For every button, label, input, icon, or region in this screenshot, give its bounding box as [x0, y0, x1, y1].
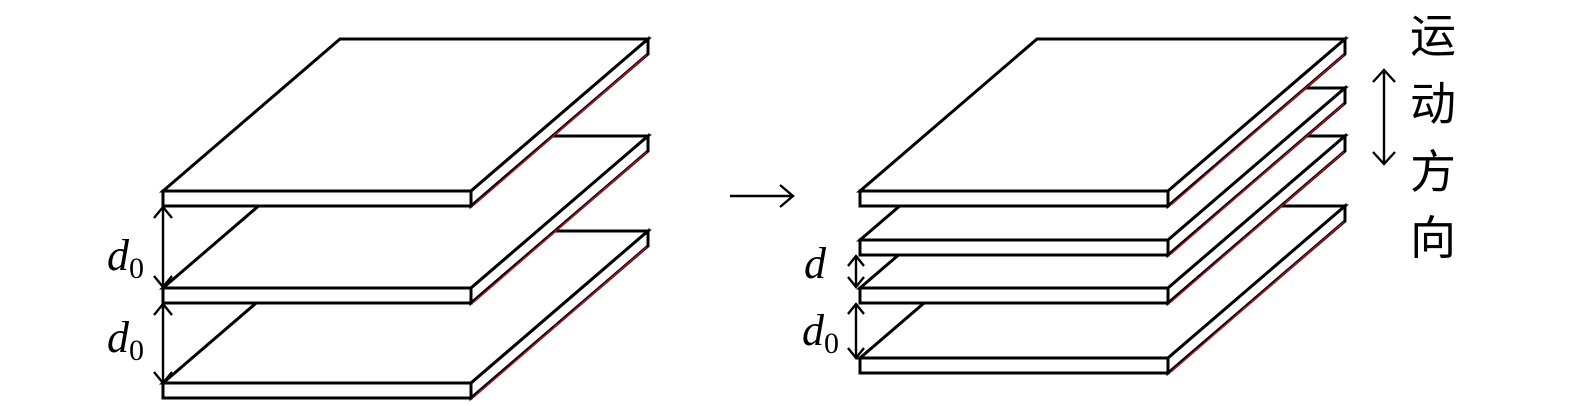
right-gap-label-fixed: d0: [802, 306, 839, 360]
left-gap-label-upper: d0: [107, 231, 144, 285]
motion-direction-arrow: [1372, 68, 1396, 166]
left-gap-label-lower: d0: [107, 313, 144, 367]
motion-char-4: 向: [1410, 211, 1456, 265]
left-gap-arrow-upper: [153, 205, 173, 289]
right-gap-arrow-fixed: [847, 302, 865, 360]
left-plate-top: [158, 35, 653, 210]
left-plate-bottom: [158, 227, 653, 402]
left-gap-arrow-lower: [153, 302, 173, 385]
right-gap-arrow-moving: [847, 254, 865, 289]
right-gap-label-moving: d: [804, 239, 827, 288]
motion-char-1: 运: [1410, 9, 1456, 63]
left-plate-middle: [158, 132, 653, 307]
motion-char-3: 方: [1410, 145, 1456, 199]
plates-group: [158, 35, 1350, 402]
motion-char-2: 动: [1410, 77, 1456, 131]
right-plate-top: [855, 35, 1350, 210]
motion-direction-label: 运 动 方 向: [1410, 9, 1456, 265]
transition-arrow: [730, 184, 795, 208]
